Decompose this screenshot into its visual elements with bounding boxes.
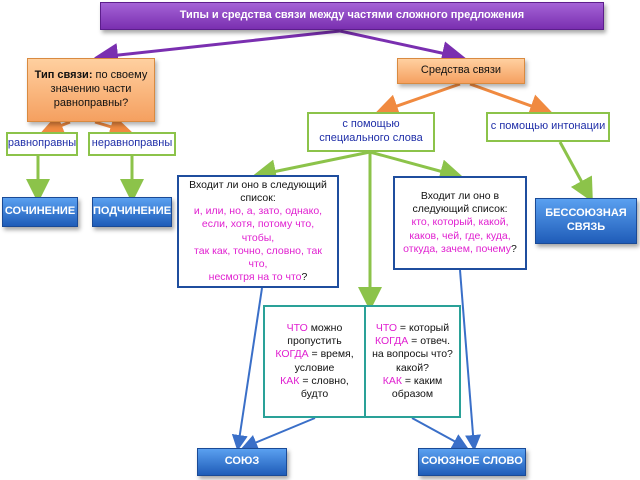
list1-l2: если, хотя, потому что, чтобы, bbox=[201, 218, 315, 244]
left-t3: = время, bbox=[308, 348, 354, 361]
list1-q1: Входит ли оно в следующий bbox=[189, 179, 327, 191]
soyuznoe-text: СОЮЗНОЕ СЛОВО bbox=[421, 455, 523, 468]
diagram-title: Типы и средства связи между частями слож… bbox=[100, 2, 604, 30]
special-word-box: с помощью специального слова bbox=[307, 112, 435, 152]
bessoyuznaya-line2: СВЯЗЬ bbox=[566, 221, 606, 233]
right-t5: = каким bbox=[401, 374, 443, 387]
sochinenie-box: СОЧИНЕНИЕ bbox=[2, 197, 78, 227]
unequal-text: неравноправны bbox=[91, 137, 173, 150]
title-text: Типы и средства связи между частями слож… bbox=[179, 9, 525, 22]
special-line1: с помощью bbox=[342, 118, 400, 131]
type-line2: значению части bbox=[50, 83, 132, 96]
list1-l4: несмотря на то что bbox=[208, 270, 302, 283]
right-k1: ЧТО bbox=[375, 322, 398, 335]
left-k2: КОГДА bbox=[275, 348, 309, 361]
list1-l1: и, или, но, а, зато, однако, bbox=[193, 205, 323, 218]
intonation-box: с помощью интонации bbox=[486, 112, 610, 142]
type-line3: равноправны? bbox=[53, 96, 129, 109]
right-t1: = который bbox=[397, 322, 450, 335]
intonation-text: с помощью интонации bbox=[490, 120, 606, 133]
allied-word-list-box: Входит ли оно в следующий список: кто, к… bbox=[393, 176, 527, 270]
right-t4: какой? bbox=[396, 361, 429, 374]
list2-l3: откуда, зачем, почему bbox=[403, 242, 511, 255]
podchinenie-box: ПОДЧИНЕНИЕ bbox=[92, 197, 172, 227]
compare-right-box: ЧТО = который КОГДА = отвеч. на вопросы … bbox=[364, 305, 461, 418]
sochinenie-text: СОЧИНЕНИЕ bbox=[4, 205, 76, 218]
list1-l3: так как, точно, словно, так что, bbox=[194, 244, 322, 270]
connection-type-box: Тип связи: по своему значению части равн… bbox=[27, 58, 155, 122]
podchinenie-text: ПОДЧИНЕНИЕ bbox=[92, 205, 172, 218]
left-t2: пропустить bbox=[287, 335, 342, 348]
unequal-box: неравноправны bbox=[88, 132, 176, 156]
left-k3: КАК bbox=[280, 374, 300, 387]
bessoyuznaya-box: БЕССОЮЗНАЯ СВЯЗЬ bbox=[535, 198, 637, 244]
list2-qm: ? bbox=[510, 242, 517, 255]
list2-l2: каков, чей, где, куда, bbox=[409, 229, 511, 242]
soyuz-box: СОЮЗ bbox=[197, 448, 287, 476]
soyuznoe-slovo-box: СОЮЗНОЕ СЛОВО bbox=[418, 448, 526, 476]
right-k3: КАК bbox=[382, 374, 402, 387]
type-line1: по своему bbox=[95, 69, 148, 82]
right-t3: на вопросы что? bbox=[372, 348, 453, 361]
type-label: Тип связи: bbox=[34, 69, 93, 82]
list1-qm: ? bbox=[301, 270, 308, 283]
left-t4: условие bbox=[294, 361, 335, 374]
conjunction-list-box: Входит ли оно в следующий список: и, или… bbox=[177, 175, 339, 288]
list2-q2: следующий список: bbox=[412, 203, 508, 216]
soyuz-text: СОЮЗ bbox=[224, 455, 260, 468]
compare-left-box: ЧТО можно пропустить КОГДА = время, усло… bbox=[263, 305, 366, 418]
special-line2: специального слова bbox=[319, 132, 423, 144]
list2-q1: Входит ли оно в bbox=[420, 190, 500, 203]
left-t1: можно bbox=[307, 322, 343, 335]
right-k2: КОГДА bbox=[375, 335, 409, 348]
right-t6: образом bbox=[391, 387, 434, 400]
list1-q2: список: bbox=[240, 192, 276, 205]
list2-l1: кто, который, какой, bbox=[411, 216, 509, 229]
means-text: Средства связи bbox=[420, 64, 502, 77]
left-k1: ЧТО bbox=[286, 322, 308, 335]
right-t2: = отвеч. bbox=[408, 335, 450, 348]
left-t5: = словно, bbox=[299, 374, 349, 387]
bessoyuznaya-line1: БЕССОЮЗНАЯ bbox=[545, 207, 627, 220]
left-t6: будто bbox=[300, 387, 329, 400]
equal-text: равноправны bbox=[7, 137, 77, 150]
equal-box: равноправны bbox=[6, 132, 78, 156]
means-box: Средства связи bbox=[397, 58, 525, 84]
